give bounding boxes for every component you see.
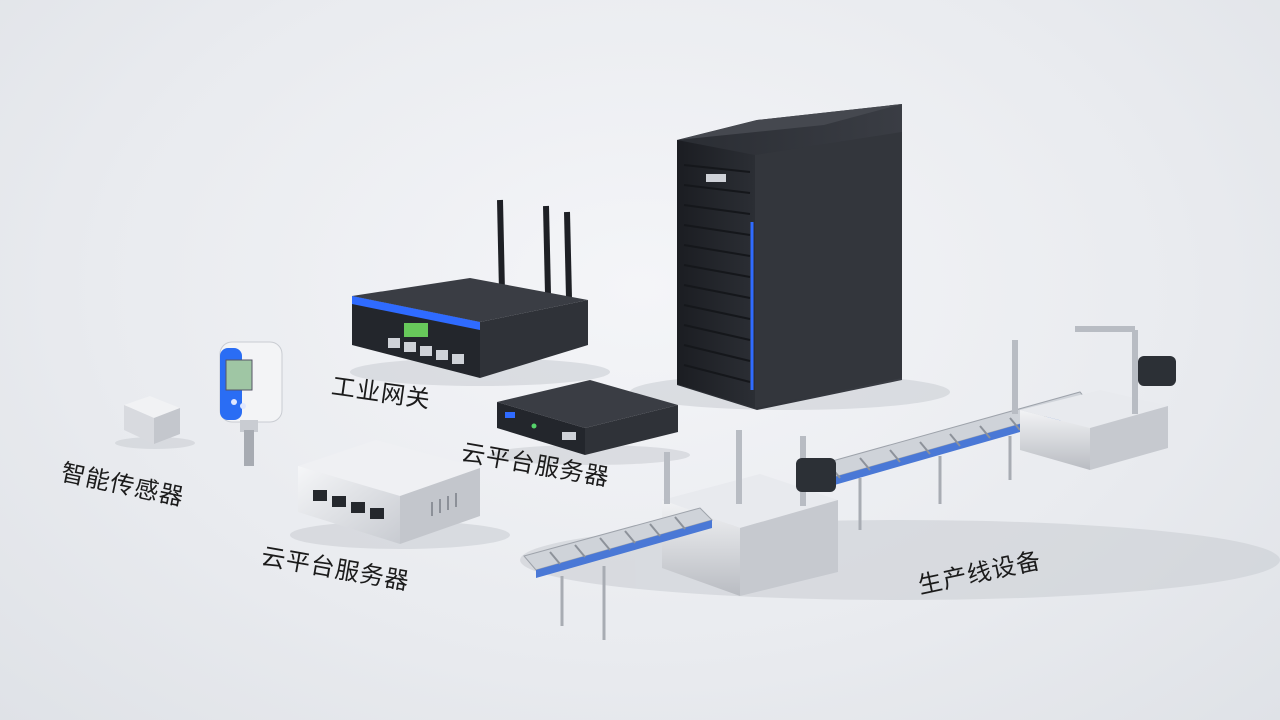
gateway-router-image — [352, 199, 588, 378]
sensor-cube-image — [124, 396, 180, 444]
pressure-transmitter-image — [219, 341, 283, 466]
tower-server-image — [677, 104, 902, 410]
production-line-image — [523, 326, 1176, 640]
network-switch-image — [298, 440, 480, 544]
cloud-server-box-image — [497, 380, 678, 455]
